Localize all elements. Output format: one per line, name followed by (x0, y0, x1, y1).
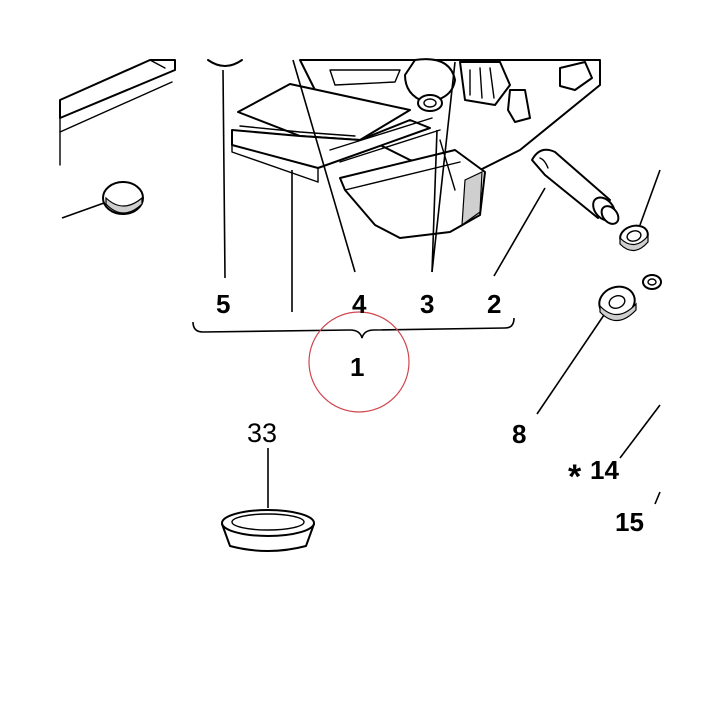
callout-2: 2 (487, 289, 501, 319)
leader-lines (222, 59, 661, 508)
callout-14: 14 (590, 455, 619, 485)
main-assembly (207, 58, 601, 239)
callout-1: 1 (350, 352, 364, 382)
engine-casting-left (59, 59, 176, 166)
small-washer-right (642, 274, 662, 290)
callout-8: 8 (512, 419, 526, 449)
callout-14-mark: * (568, 458, 582, 496)
callout-5: 5 (216, 289, 230, 319)
cup-33-part (221, 509, 315, 552)
highlight-circle (308, 311, 410, 413)
seal-ring-part (619, 169, 661, 252)
callout-4: 4 (352, 289, 367, 319)
washer-8-part (598, 285, 637, 322)
callout-3: 3 (420, 289, 434, 319)
callout-15: 15 (615, 507, 644, 537)
group-bracket-1 (192, 317, 515, 339)
valve-guide-part (531, 148, 620, 225)
plug-part (61, 181, 144, 219)
callout-33: 33 (247, 418, 277, 448)
